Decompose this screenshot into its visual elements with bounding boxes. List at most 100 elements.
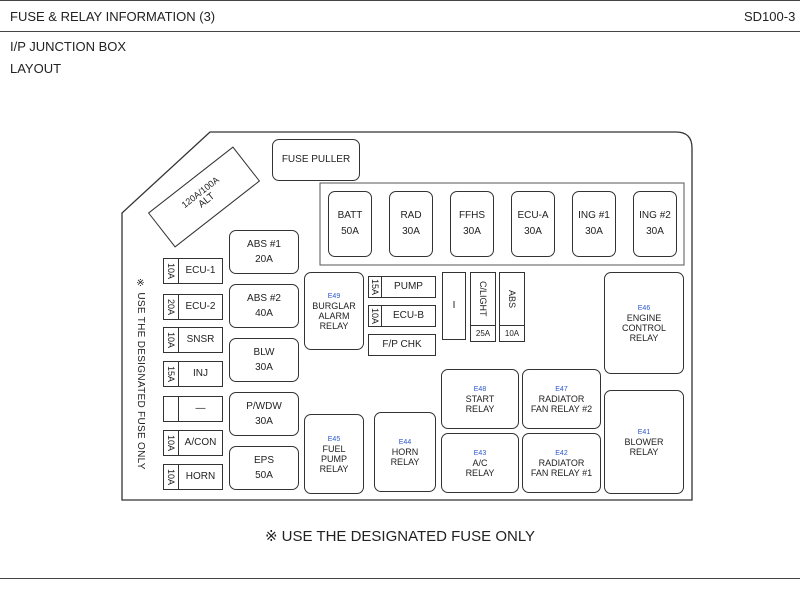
fuse-name: PUMP xyxy=(394,281,423,292)
relay-label-line: FAN RELAY #2 xyxy=(530,403,593,414)
relay-id: E48 xyxy=(473,385,487,393)
fuse-name: — xyxy=(195,403,206,414)
relay-label-line: RADIATOR xyxy=(538,393,585,404)
fuse-rating: 20A xyxy=(164,295,179,319)
fuse-abs-2: ABS #2 40A xyxy=(229,284,299,328)
header-bottom-rule xyxy=(0,31,800,32)
fuse-name: ABS xyxy=(500,273,524,326)
relay-label-line: RELAY xyxy=(319,320,349,331)
fuse-name: ABS #1 xyxy=(247,238,281,250)
relay-label-line: A/C xyxy=(472,457,488,468)
relay-id: E49 xyxy=(327,292,341,300)
fuse-name: P/WDW xyxy=(246,400,282,412)
relay-id: E46 xyxy=(637,304,651,312)
fuse-rating: 25A xyxy=(475,329,491,338)
fuse-rating: 30A xyxy=(255,361,273,373)
relay-id: E42 xyxy=(555,449,568,457)
designated-fuse-note: ※ USE THE DESIGNATED FUSE ONLY xyxy=(264,528,536,545)
fuse-name: ECU-A xyxy=(517,210,549,221)
fuse-rating: 10A xyxy=(164,431,179,455)
fuse-rad: RAD 30A xyxy=(389,191,433,257)
fuse-rating xyxy=(164,397,179,421)
relay-label-line: CONTROL xyxy=(621,322,666,333)
fuse-rating: 15A xyxy=(370,277,382,297)
fuse-c-light: C/LIGHT 25A xyxy=(470,272,496,342)
fuse-name: BATT xyxy=(337,210,363,221)
fuse-rating: 50A xyxy=(255,469,273,481)
header-top-rule xyxy=(0,0,800,1)
fuse-slot-i: I xyxy=(442,272,466,340)
fuse-name: HORN xyxy=(185,471,216,482)
fuse-name: EPS xyxy=(253,454,274,466)
document-code: SD100-3 xyxy=(744,9,796,24)
fuse-ecu-1: 10A ECU-1 xyxy=(163,258,223,284)
fuse-ecu-a: ECU-A 30A xyxy=(511,191,555,257)
fuse-rating: 10A xyxy=(164,259,179,283)
fuse-ecu-b: 10A ECU-B xyxy=(368,305,436,327)
relay-id: E43 xyxy=(473,449,487,457)
relay-id: E44 xyxy=(398,438,412,446)
relay-horn: E44 HORN RELAY xyxy=(374,412,436,492)
relay-label-line: START xyxy=(465,393,495,404)
fuse-p-wdw: P/WDW 30A xyxy=(229,392,299,436)
fuse-name: ECU-2 xyxy=(185,301,216,312)
fuse-name: BLW xyxy=(253,346,275,358)
relay-label-line: BURGLAR xyxy=(312,300,356,311)
fuse-name: ECU-B xyxy=(392,310,425,321)
relay-radiator-fan-2: E47 RADIATOR FAN RELAY #2 xyxy=(522,369,601,429)
relay-label-line: ALARM xyxy=(318,310,350,321)
fuse-abs-small: ABS 10A xyxy=(499,272,525,342)
page-title: FUSE & RELAY INFORMATION (3) xyxy=(10,9,216,24)
fuse-name: ING #1 xyxy=(578,210,610,221)
fuse-a-con: 10A A/CON xyxy=(163,430,223,456)
relay-blower: E41 BLOWER RELAY xyxy=(604,390,684,494)
fuse-name: RAD xyxy=(400,210,422,221)
fuse-puller: FUSE PULLER xyxy=(272,139,360,181)
fuse-ffhs: FFHS 30A xyxy=(450,191,494,257)
relay-label-line: FUEL xyxy=(322,443,346,454)
relay-label-line: RELAY xyxy=(319,463,349,474)
fuse-rating: 30A xyxy=(255,415,273,427)
relay-label-line: RELAY xyxy=(629,332,659,343)
section-view: LAYOUT xyxy=(10,61,62,76)
fuse-ing-1: ING #1 30A xyxy=(572,191,616,257)
fuse-rating: 10A xyxy=(370,306,382,326)
fuse-rating: 20A xyxy=(255,253,273,265)
section-name: I/P JUNCTION BOX xyxy=(10,39,127,54)
fuse-snsr: 10A SNSR xyxy=(163,327,223,353)
side-designated-fuse-note: ※ USE THE DESIGNATED FUSE ONLY xyxy=(135,278,146,470)
fuse-inj: 15A INJ xyxy=(163,361,223,387)
fuse-eps: EPS 50A xyxy=(229,446,299,490)
relay-start: E48 START RELAY xyxy=(441,369,519,429)
fuse-name: ECU-1 xyxy=(185,265,216,276)
fuse-fp-chk: F/P CHK xyxy=(368,334,436,356)
fuse-abs-1: ABS #1 20A xyxy=(229,230,299,274)
fuse-rating: 30A xyxy=(402,226,420,237)
relay-label-line: RELAY xyxy=(390,456,420,467)
fuse-name: ABS #2 xyxy=(247,292,281,304)
fuse-name: INJ xyxy=(193,368,208,379)
fuse-rating: 10A xyxy=(164,465,179,489)
relay-id: E47 xyxy=(555,385,568,393)
fuse-empty-slot: — xyxy=(163,396,223,422)
fuse-name: ING #2 xyxy=(639,210,671,221)
footer-rule xyxy=(0,578,800,579)
fuse-name: FFHS xyxy=(458,210,486,221)
fuse-name: C/LIGHT xyxy=(471,273,495,326)
fuse-batt: BATT 50A xyxy=(328,191,372,257)
relay-label-line: RELAY xyxy=(465,403,495,414)
relay-engine-control: E46 ENGINE CONTROL RELAY xyxy=(604,272,684,374)
fuse-ecu-2: 20A ECU-2 xyxy=(163,294,223,320)
fuse-horn: 10A HORN xyxy=(163,464,223,490)
relay-id: E45 xyxy=(327,435,341,443)
fuse-ing-2: ING #2 30A xyxy=(633,191,677,257)
relay-ac: E43 A/C RELAY xyxy=(441,433,519,493)
fuse-pump: 15A PUMP xyxy=(368,276,436,298)
relay-label-line: HORN xyxy=(391,446,419,457)
fuse-rating: 15A xyxy=(164,362,179,386)
relay-label-line: PUMP xyxy=(320,453,347,464)
relay-label-line: ENGINE xyxy=(626,312,662,323)
relay-label-line: FAN RELAY #1 xyxy=(530,467,593,478)
fuse-rating: 30A xyxy=(524,226,542,237)
